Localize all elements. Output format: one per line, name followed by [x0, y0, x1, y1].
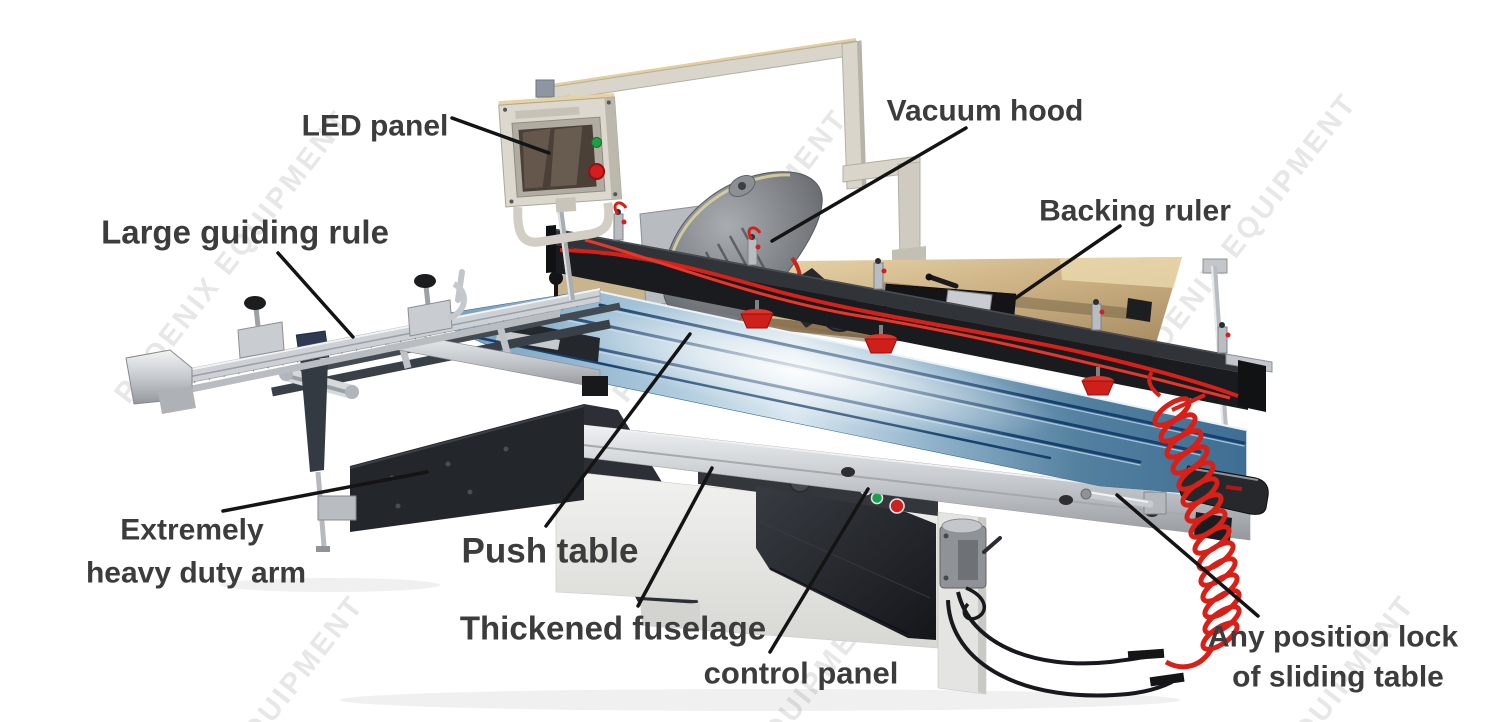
power-cables [946, 586, 1185, 698]
label-push-table: Push table [461, 531, 639, 571]
flip-stop [237, 296, 285, 359]
leader-control-panel [768, 487, 870, 654]
leader-heavy-duty-arm [221, 470, 429, 513]
label-vacuum-hood: Vacuum hood [886, 94, 1084, 128]
floor-shadow [220, 578, 1180, 711]
suction-cups [740, 300, 1115, 396]
panel-green-button [591, 136, 603, 148]
heavy-duty-arm-part [350, 404, 584, 532]
air-clamp-cylinders [613, 209, 1231, 354]
control-panel-part [756, 486, 936, 640]
leader-large-guiding-rule [276, 251, 355, 339]
label-heavy-duty-arm-1: Extremely [120, 513, 264, 547]
coiled-air-hose [1147, 370, 1242, 670]
leader-backing-ruler [1005, 224, 1122, 306]
panel-estop-button [588, 163, 606, 181]
leader-led-panel [450, 116, 551, 155]
label-control-panel: control panel [703, 655, 899, 691]
large-guiding-rule-part [125, 269, 601, 414]
flip-stop [407, 269, 467, 337]
pressure-beam [546, 201, 1273, 412]
overhead-support-arm [535, 38, 926, 266]
lock-pin [1082, 490, 1154, 508]
outrigger-leg [300, 356, 328, 472]
label-any-position-lock-2: of sliding table [1232, 660, 1444, 694]
emergency-stop-button [889, 498, 905, 514]
leader-vacuum-hood [770, 126, 968, 243]
motor-unit [939, 518, 1002, 589]
push-table-part [422, 271, 1247, 499]
label-led-panel: LED panel [301, 109, 449, 143]
leader-lines [221, 116, 1260, 654]
label-heavy-duty-arm-2: heavy duty arm [85, 556, 307, 590]
led-panel-part [498, 93, 623, 301]
label-thickened-fuselage: Thickened fuselage [459, 609, 767, 647]
outrigger-frame [271, 302, 621, 552]
leader-thickened-fuselage [636, 466, 714, 608]
label-backing-ruler: Backing ruler [1039, 194, 1231, 228]
leader-push-table [544, 332, 692, 528]
leader-any-position-lock [1115, 493, 1260, 618]
label-large-guiding-rule: Large guiding rule [101, 213, 389, 251]
label-any-position-lock-1: Any position lock [1207, 620, 1459, 654]
